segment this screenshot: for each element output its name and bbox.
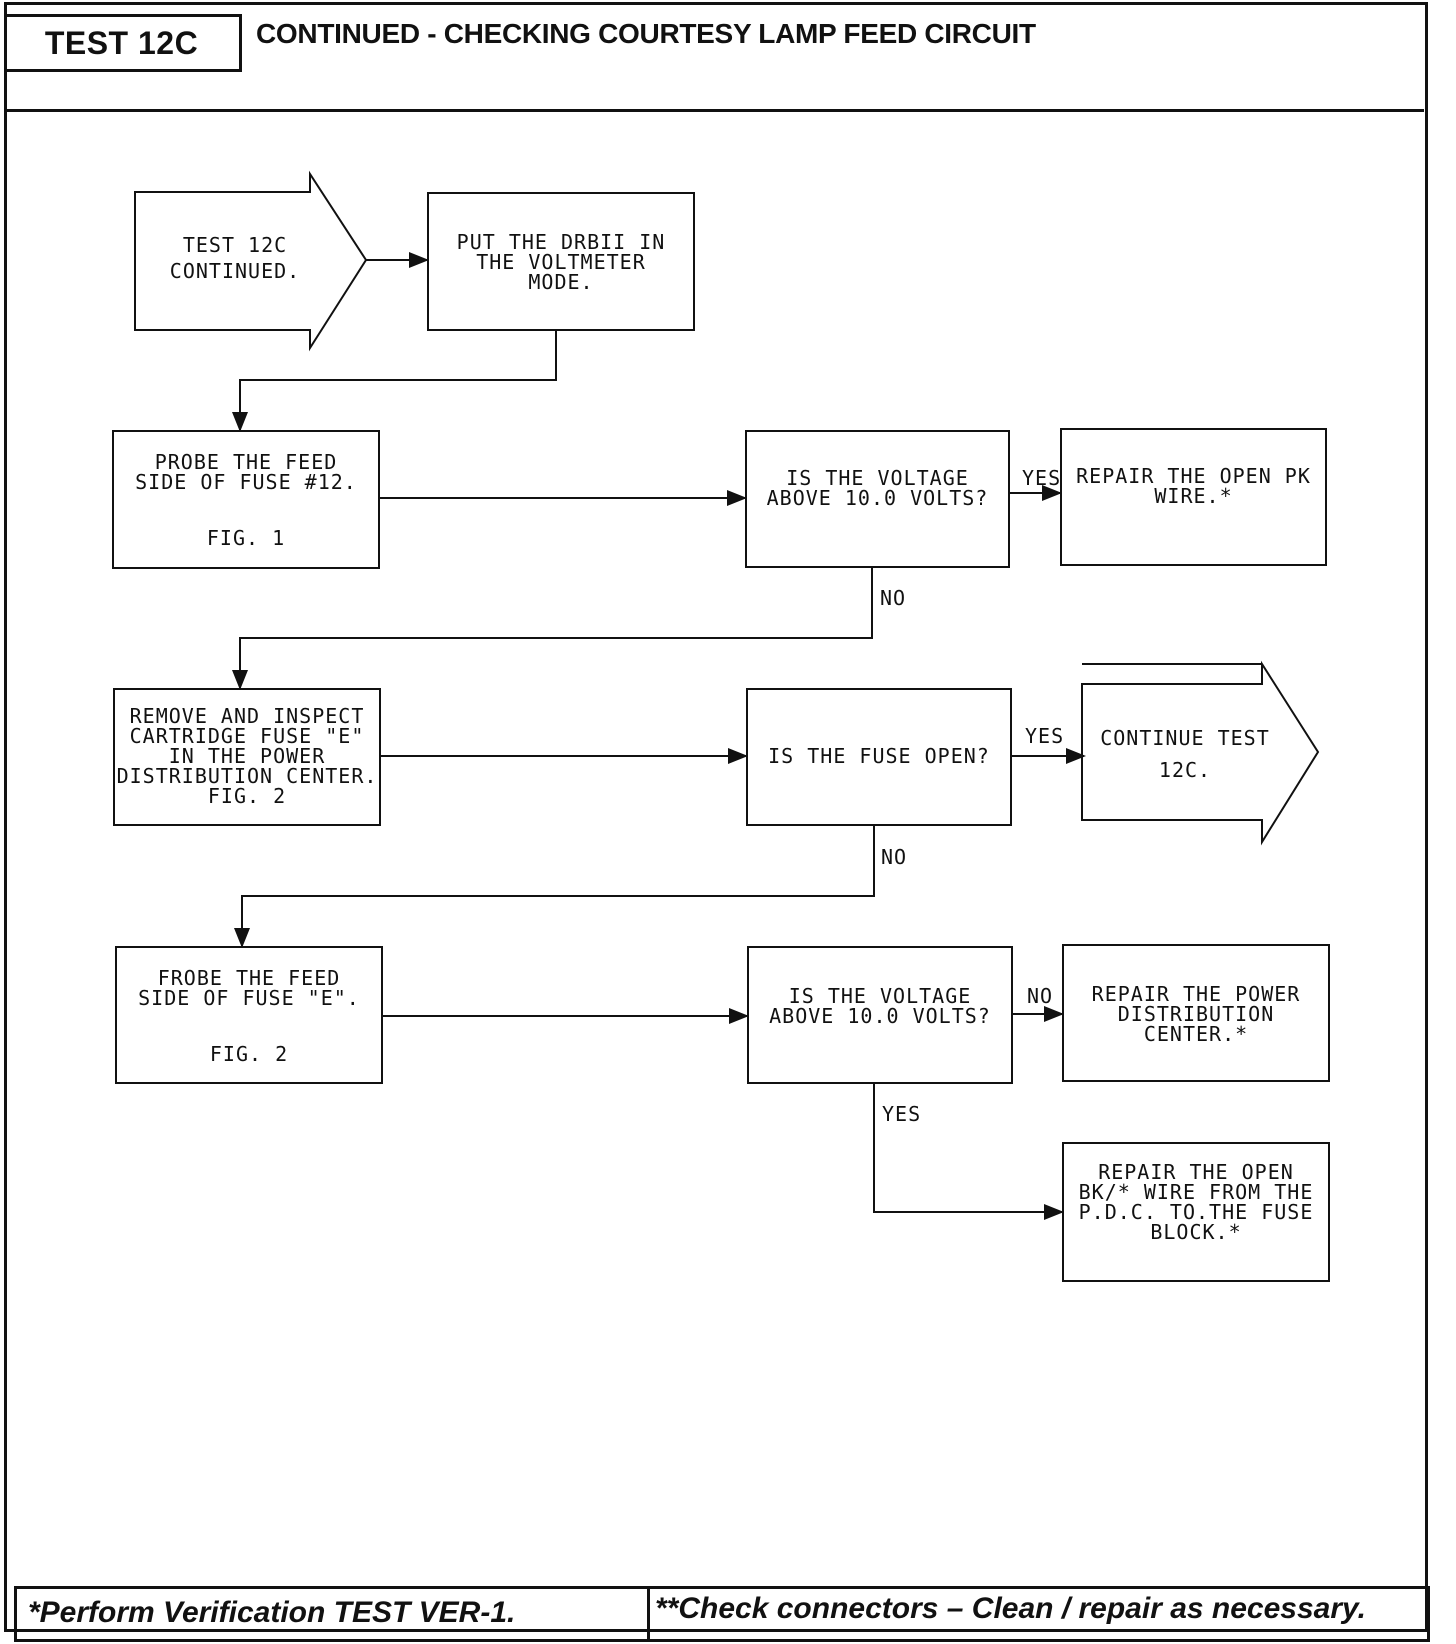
action-repair-bk-wire-text: REPAIR THE OPEN BK/* WIRE FROM THE P.D.C… bbox=[1078, 1160, 1314, 1244]
decision-voltage-1: IS THE VOLTAGE ABOVE 10.0 VOLTS? bbox=[745, 430, 1010, 568]
action-repair-pdc: REPAIR THE POWER DISTRIBUTION CENTER.* bbox=[1062, 944, 1330, 1082]
step-drb-voltmeter: PUT THE DRBII IN THE VOLTMETER MODE. bbox=[427, 192, 695, 331]
q3-yes-label: YES bbox=[882, 1102, 922, 1126]
action-repair-pk-wire: REPAIR THE OPEN PK WIRE.* bbox=[1060, 428, 1327, 566]
q2-yes-label: YES bbox=[1025, 724, 1065, 748]
header-row bbox=[4, 2, 1424, 112]
continue-node-text: CONTINUE TEST 12C. bbox=[1100, 726, 1270, 782]
action-repair-pdc-text: REPAIR THE POWER DISTRIBUTION CENTER.* bbox=[1091, 982, 1301, 1046]
step-probe-fuse-12-text: PROBE THE FEED SIDE OF FUSE #12. bbox=[135, 450, 357, 494]
footer-bar bbox=[14, 1586, 1430, 1642]
q1-no-label: NO bbox=[880, 586, 907, 610]
step-drb-voltmeter-text: PUT THE DRBII IN THE VOLTMETER MODE. bbox=[456, 230, 666, 294]
footer-divider bbox=[647, 1589, 650, 1639]
step-inspect-fuse-e: REMOVE AND INSPECT CARTRIDGE FUSE "E" IN… bbox=[113, 688, 381, 826]
start-arrow-shape bbox=[134, 170, 368, 352]
decision-voltage-1-text: IS THE VOLTAGE ABOVE 10.0 VOLTS? bbox=[766, 466, 989, 510]
page-title: CONTINUED - CHECKING COURTESY LAMP FEED … bbox=[256, 18, 1036, 49]
footer-note-connectors: **Check connectors – Clean / repair as n… bbox=[655, 1592, 1366, 1625]
decision-voltage-2-text: IS THE VOLTAGE ABOVE 10.0 VOLTS? bbox=[769, 984, 991, 1028]
decision-fuse-open: IS THE FUSE OPEN? bbox=[746, 688, 1012, 826]
page-frame bbox=[4, 2, 1428, 1632]
start-node-text: TEST 12C CONTINUED. bbox=[169, 233, 301, 283]
step-probe-fuse-12: PROBE THE FEED SIDE OF FUSE #12. FIG. 1 bbox=[112, 430, 380, 569]
action-repair-bk-wire: REPAIR THE OPEN BK/* WIRE FROM THE P.D.C… bbox=[1062, 1142, 1330, 1282]
test-id-label: TEST 12C bbox=[4, 14, 242, 72]
step-probe-fuse-e-fig: FIG. 2 bbox=[209, 1042, 289, 1066]
q2-no-label: NO bbox=[881, 845, 908, 869]
step-probe-fuse-12-fig: FIG. 1 bbox=[206, 526, 286, 550]
decision-fuse-open-text: IS THE FUSE OPEN? bbox=[768, 744, 990, 768]
step-probe-fuse-e-text: FROBE THE FEED SIDE OF FUSE "E". bbox=[138, 966, 360, 1010]
q3-no-label: NO bbox=[1027, 984, 1054, 1008]
step-inspect-fuse-e-text: REMOVE AND INSPECT CARTRIDGE FUSE "E" IN… bbox=[116, 704, 378, 808]
action-repair-pk-wire-text: REPAIR THE OPEN PK WIRE.* bbox=[1076, 464, 1311, 508]
step-probe-fuse-e: FROBE THE FEED SIDE OF FUSE "E". FIG. 2 bbox=[115, 946, 383, 1084]
decision-voltage-2: IS THE VOLTAGE ABOVE 10.0 VOLTS? bbox=[747, 946, 1013, 1084]
q1-yes-label: YES bbox=[1022, 466, 1062, 490]
footer-note-verification: *Perform Verification TEST VER-1. bbox=[28, 1596, 516, 1629]
